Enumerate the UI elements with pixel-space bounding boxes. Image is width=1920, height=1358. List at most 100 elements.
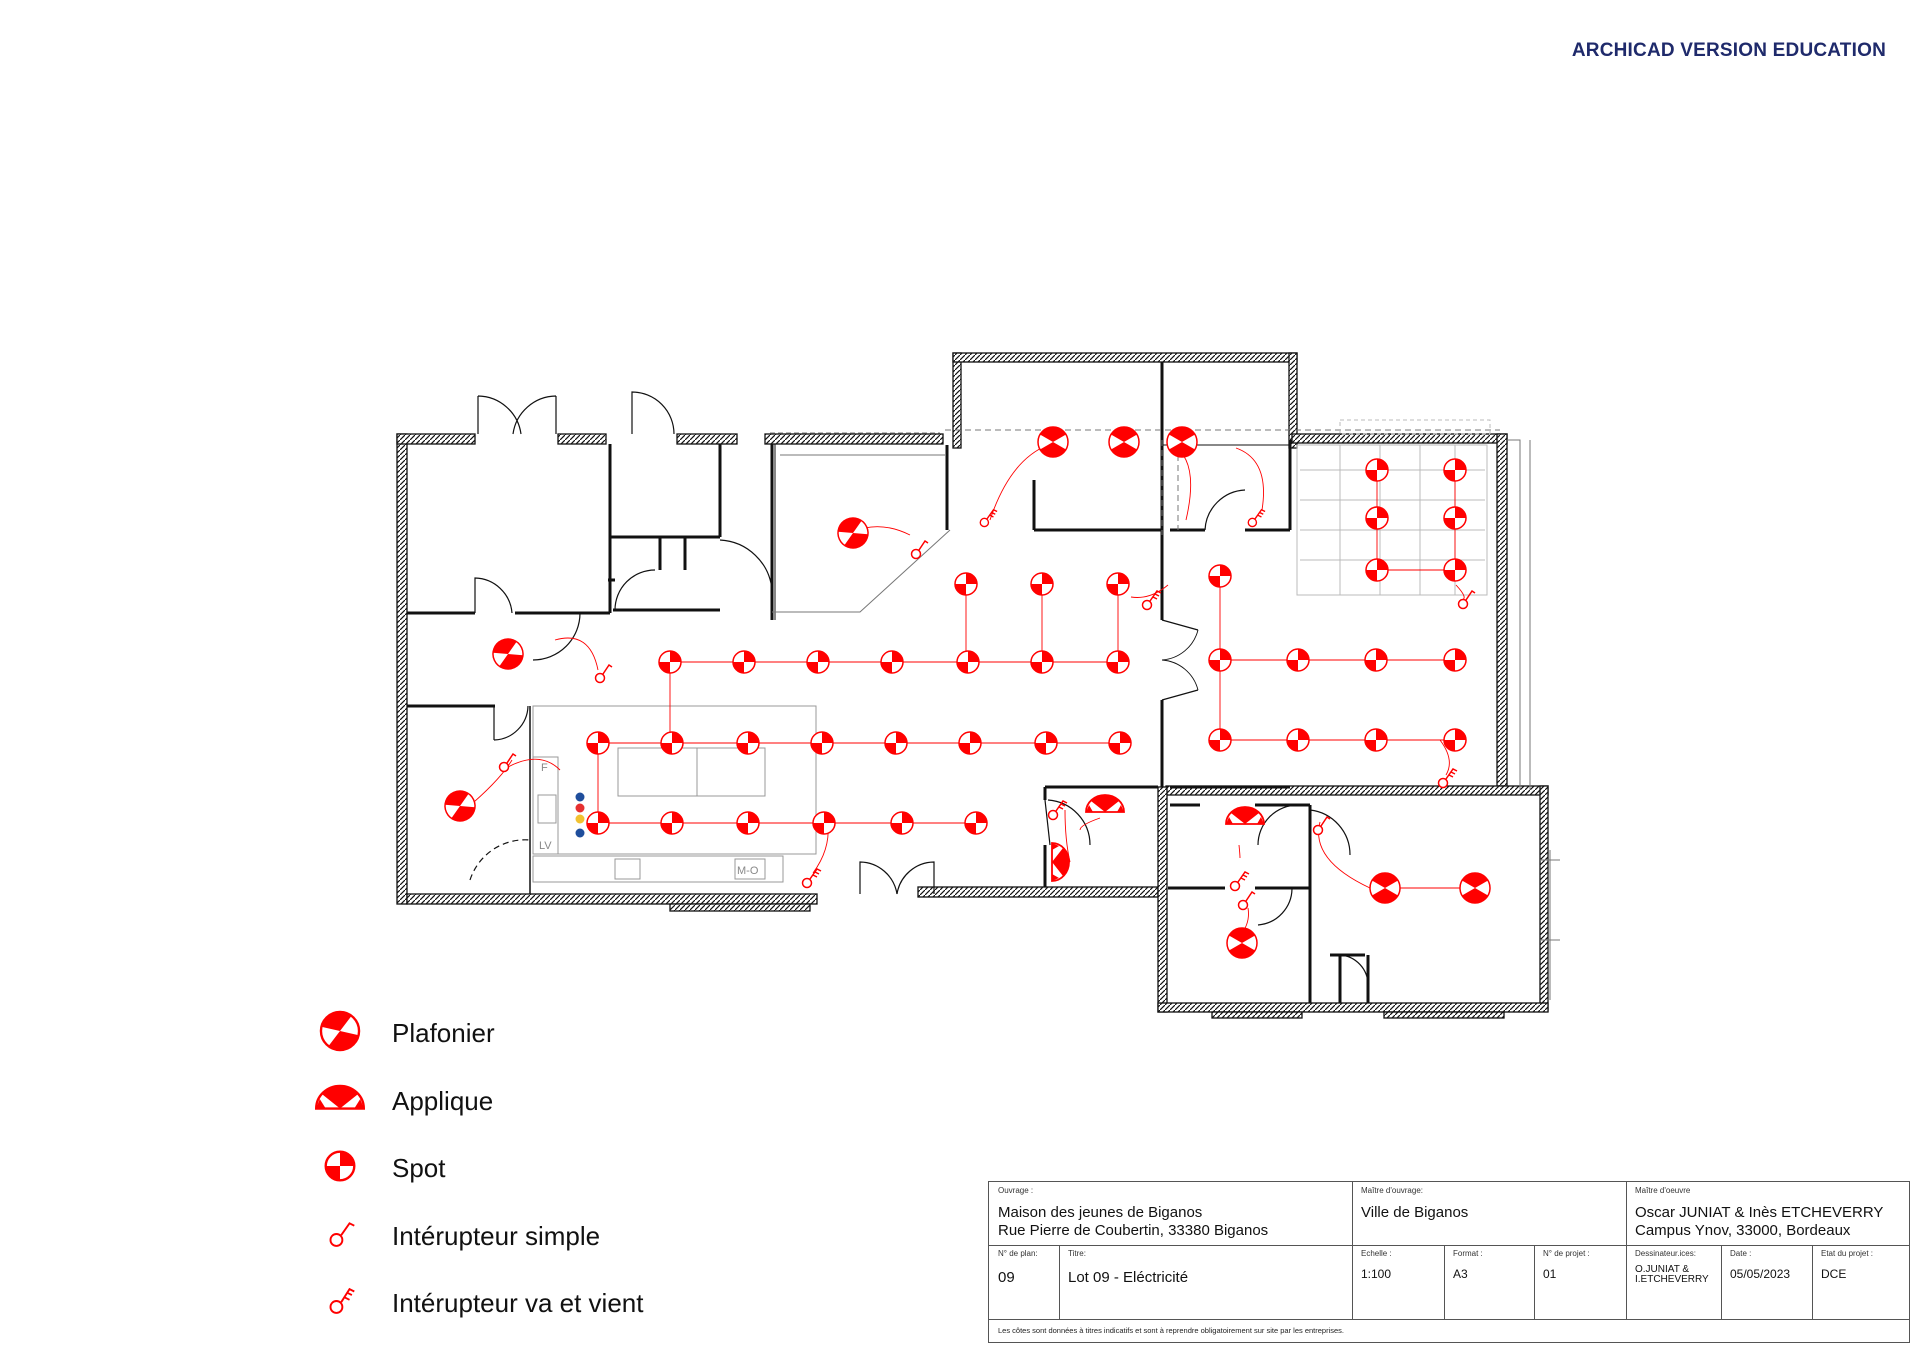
dessinateurs-label: Dessinateur.ices: (1635, 1249, 1696, 1258)
legend-label: Spot (392, 1153, 446, 1184)
ouvrage-line1: Maison des jeunes de Biganos (998, 1204, 1203, 1221)
spot-icon (1208, 564, 1232, 588)
spot-icon (736, 811, 760, 835)
kitchen-furniture (532, 705, 817, 883)
spot-icon (1443, 728, 1467, 752)
echelle-label: Echelle : (1361, 1249, 1392, 1258)
interior-walls (407, 362, 1370, 1003)
spot-icon (1443, 558, 1467, 582)
microwave-label: M-O (737, 865, 759, 877)
spot-icon (964, 811, 988, 835)
echelle-value: 1:100 (1361, 1267, 1392, 1281)
projet-cell: N° de projet : 01 (1534, 1245, 1626, 1319)
legend-row: Applique (310, 1068, 730, 1136)
legend-label: Intérupteur va et vient (392, 1288, 644, 1319)
spot-icon (1443, 458, 1467, 482)
spot-icon (1364, 648, 1388, 672)
maitre-ouvrage-label: Maître d'ouvrage: (1361, 1186, 1424, 1195)
maitre-oeuvre-line1: Oscar JUNIAT & Inès ETCHEVERRY (1635, 1204, 1884, 1221)
spot-icon (890, 811, 914, 835)
ouvrage-line2: Rue Pierre de Coubertin, 33380 Biganos (998, 1222, 1269, 1239)
spot-icon (732, 650, 756, 674)
distribution-board-dots (575, 792, 585, 838)
spot-icon (1365, 558, 1389, 582)
doors (469, 391, 1369, 986)
wiring (466, 444, 1475, 931)
titre-cell: Titre: Lot 09 - Eléctricité (1059, 1245, 1352, 1319)
spot-icon (1443, 506, 1467, 530)
ouvrage-cell: Ouvrage : Maison des jeunes de Biganos R… (989, 1182, 1352, 1245)
fridge-label: F (541, 762, 548, 774)
spot-icon (736, 731, 760, 755)
format-cell: Format : A3 (1444, 1245, 1534, 1319)
spot-icon (1034, 731, 1058, 755)
watermark: ARCHICAD VERSION EDUCATION (1571, 40, 1886, 61)
date-cell: Date : 05/05/2023 (1721, 1245, 1812, 1319)
maitre-oeuvre-label: Maître d'oeuvre (1635, 1186, 1691, 1195)
interrupteur-va-et-vient-icon (310, 1276, 370, 1331)
legend-label: Applique (392, 1085, 494, 1116)
plan-number-label: N° de plan: (998, 1249, 1038, 1258)
spot-icon (954, 572, 978, 596)
spot-icon (660, 811, 684, 835)
title-block: Ouvrage : Maison des jeunes de Biganos R… (988, 1181, 1910, 1343)
etat-cell: Etat du projet : DCE (1812, 1245, 1909, 1319)
legend-label: Intérupteur simple (392, 1220, 601, 1251)
legend-row: Plafonier (310, 1000, 730, 1068)
spot-icon (1286, 648, 1310, 672)
spot-icon (810, 731, 834, 755)
dessinateurs-cell: Dessinateur.ices: O.JUNIAT & I.ETCHEVERR… (1626, 1245, 1721, 1319)
titre-label: Titre: (1068, 1249, 1086, 1258)
interrupteur-simple-icon (310, 1209, 370, 1264)
spot-icon (310, 1141, 370, 1196)
plan-number-value: 09 (998, 1269, 1015, 1286)
spot-icon (586, 811, 610, 835)
spot-icon (1365, 458, 1389, 482)
ouvrage-label: Ouvrage : (998, 1186, 1034, 1195)
spot-icon (1030, 650, 1054, 674)
spot-icon (806, 650, 830, 674)
footnote: Les côtes sont données à titres indicati… (998, 1326, 1345, 1335)
spot-icon (958, 731, 982, 755)
date-value: 05/05/2023 (1730, 1267, 1791, 1281)
spot-icon (1208, 648, 1232, 672)
spot-icon (660, 731, 684, 755)
spot-icon (1106, 650, 1130, 674)
plafonier-icon (310, 1006, 370, 1061)
etat-value: DCE (1821, 1267, 1847, 1281)
spot-icon (812, 811, 836, 835)
plafonier-fixtures (439, 426, 1491, 959)
projet-label: N° de projet : (1543, 1249, 1590, 1258)
legend-row: Intérupteur va et vient (310, 1270, 730, 1338)
spot-icon (658, 650, 682, 674)
maitre-ouvrage-cell: Maître d'ouvrage: Ville de Biganos (1352, 1182, 1626, 1245)
maitre-oeuvre-line2: Campus Ynov, 33000, Bordeaux (1635, 1222, 1851, 1239)
legend-row: Spot (310, 1135, 730, 1203)
etat-label: Etat du projet : (1821, 1249, 1874, 1258)
spot-icon (1443, 648, 1467, 672)
maitre-ouvrage-value: Ville de Biganos (1361, 1204, 1469, 1221)
spot-icon (1108, 731, 1132, 755)
legend-label: Plafonier (392, 1018, 495, 1049)
exterior-walls (396, 352, 1549, 1019)
spot-icon (1286, 728, 1310, 752)
glazing (770, 429, 1560, 1000)
date-label: Date : (1730, 1249, 1752, 1258)
spot-icon (1364, 728, 1388, 752)
applique-icon (310, 1074, 370, 1129)
format-label: Format : (1453, 1249, 1483, 1258)
spot-icon (1030, 572, 1054, 596)
spot-icon (586, 731, 610, 755)
titre-value: Lot 09 - Eléctricité (1068, 1269, 1189, 1286)
plan-number-cell: N° de plan: 09 (989, 1245, 1059, 1319)
legend-row: Intérupteur simple (310, 1203, 730, 1271)
dessinateurs-value: O.JUNIAT & I.ETCHEVERRY (1635, 1264, 1709, 1285)
spot-icon (884, 731, 908, 755)
format-value: A3 (1453, 1267, 1468, 1281)
floor-plan: F LV M-O (396, 352, 1560, 1019)
spot-icon (1106, 572, 1130, 596)
switch-symbols (498, 508, 1476, 911)
sink-label: LV (539, 840, 552, 852)
spot-icon (1365, 506, 1389, 530)
